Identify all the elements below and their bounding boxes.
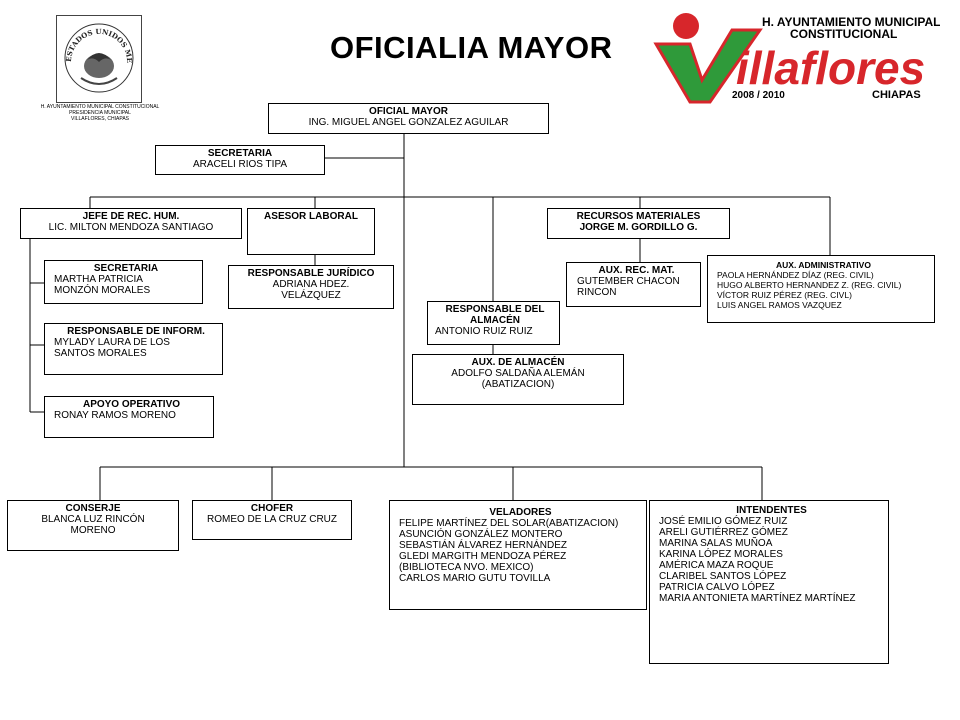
logo-brand-text: illaflores [736,42,925,94]
svg-text:CHIAPAS: CHIAPAS [872,89,921,101]
box-secretaria-top: SECRETARIA ARACELI RIOS TIPA [155,145,325,175]
box-apoyo-operativo: APOYO OPERATIVO RONAY RAMOS MORENO [44,396,214,438]
villaflores-logo: H. AYUNTAMIENTO MUNICIPAL CONSTITUCIONAL… [650,10,940,105]
box-responsable-almacen: RESPONSABLE DEL ALMACÉN ANTONIO RUIZ RUI… [427,301,560,345]
box-aux-almacen: AUX. DE ALMACÉN ADOLFO SALDAÑA ALEMÁN (A… [412,354,624,405]
box-secretaria-rh: SECRETARIA MARTHA PATRICIA MONZÓN MORALE… [44,260,203,304]
eagle-seal-icon: ESTADOS UNIDOS MEXICANOS [53,9,134,93]
svg-text:H. AYUNTAMIENTO MUNICIPAL: H. AYUNTAMIENTO MUNICIPAL [762,15,940,29]
box-aux-rec-mat: AUX. REC. MAT. GUTEMBER CHACON RINCON [566,262,701,307]
page-title: OFICIALIA MAYOR [330,30,613,65]
svg-text:2008 / 2010: 2008 / 2010 [732,90,785,101]
box-asesor-laboral: ASESOR LABORAL [247,208,375,255]
box-oficial-mayor: OFICIAL MAYOR ING. MIGUEL ANGEL GONZALEZ… [268,103,549,134]
mexican-seal-logo: ESTADOS UNIDOS MEXICANOS [53,9,142,103]
box-responsable-inform: RESPONSABLE DE INFORM. MYLADY LAURA DE L… [44,323,223,375]
box-responsable-juridico: RESPONSABLE JURÍDICO ADRIANA HDEZ. VELÁZ… [228,265,394,309]
box-aux-administrativo: AUX. ADMINISTRATIVO PAOLA HERNÁNDEZ DÍAZ… [707,255,935,323]
box-recursos-materiales: RECURSOS MATERIALES JORGE M. GORDILLO G. [547,208,730,239]
seal-caption: H. AYUNTAMIENTO MUNICIPAL CONSTITUCIONAL… [40,104,160,122]
box-intendentes: INTENDENTES JOSÉ EMILIO GÓMEZ RUIZ ARELI… [649,500,889,664]
villaflores-logo-icon: H. AYUNTAMIENTO MUNICIPAL CONSTITUCIONAL… [653,13,940,104]
box-conserje: CONSERJE BLANCA LUZ RINCÓN MORENO [7,500,179,551]
box-jefe-rec-hum: JEFE DE REC. HUM. LIC. MILTON MENDOZA SA… [20,208,242,239]
box-veladores: VELADORES FELIPE MARTÍNEZ DEL SOLAR(ABAT… [389,500,647,610]
box-chofer: CHOFER ROMEO DE LA CRUZ CRUZ [192,500,352,540]
svg-text:CONSTITUCIONAL: CONSTITUCIONAL [790,27,897,41]
